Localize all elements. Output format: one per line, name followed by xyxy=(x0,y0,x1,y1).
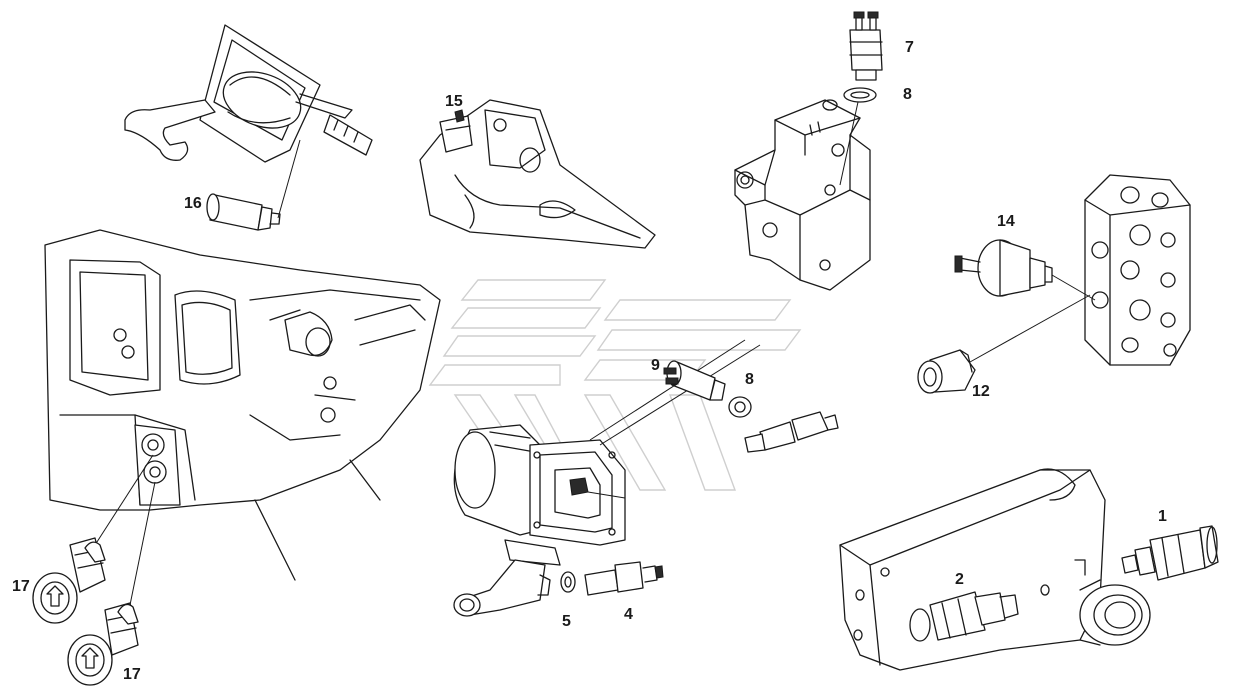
valve-block xyxy=(734,99,871,291)
plug-17-lower xyxy=(67,602,139,686)
callout-5: 5 xyxy=(562,613,571,630)
callout-4: 4 xyxy=(624,606,633,623)
plug-17-upper xyxy=(32,537,106,624)
callout-16: 16 xyxy=(184,195,202,212)
bracket-assembly xyxy=(419,99,656,249)
washer-8-top xyxy=(839,87,877,186)
callout-14: 14 xyxy=(997,213,1015,230)
callout-7: 7 xyxy=(905,39,914,56)
pipe-fitting xyxy=(744,411,839,453)
callout-17-upper: 17 xyxy=(12,578,30,595)
switch-15 xyxy=(439,109,473,153)
callout-labels: 7 8 15 16 14 9 8 12 1 2 17 4 5 17 xyxy=(12,39,1167,683)
switch-7 xyxy=(849,11,883,81)
callout-12: 12 xyxy=(972,383,990,400)
sensor-1 xyxy=(1121,525,1219,581)
switch-16 xyxy=(206,139,301,231)
sensor-12 xyxy=(917,294,1091,394)
callout-17-lower: 17 xyxy=(123,666,141,683)
callout-2: 2 xyxy=(955,571,964,588)
sensor-2 xyxy=(909,591,1019,642)
sensor-4 xyxy=(584,561,664,596)
callout-8-mid: 8 xyxy=(745,371,754,388)
sensor-14 xyxy=(954,239,1096,301)
callout-8-top: 8 xyxy=(903,86,912,103)
washer-5 xyxy=(560,571,576,593)
pressure-block xyxy=(1084,174,1191,366)
actuator-housing xyxy=(453,339,761,617)
watermark-logo xyxy=(428,279,802,491)
plug-ports xyxy=(94,424,181,606)
callout-15: 15 xyxy=(445,93,463,110)
lever-assembly xyxy=(124,24,373,163)
callout-1: 1 xyxy=(1158,508,1167,525)
gearbox-casing xyxy=(44,229,441,581)
washer-8-mid xyxy=(728,396,752,418)
lower-housing xyxy=(839,468,1151,671)
callout-9: 9 xyxy=(651,357,660,374)
switch-9 xyxy=(663,360,726,401)
